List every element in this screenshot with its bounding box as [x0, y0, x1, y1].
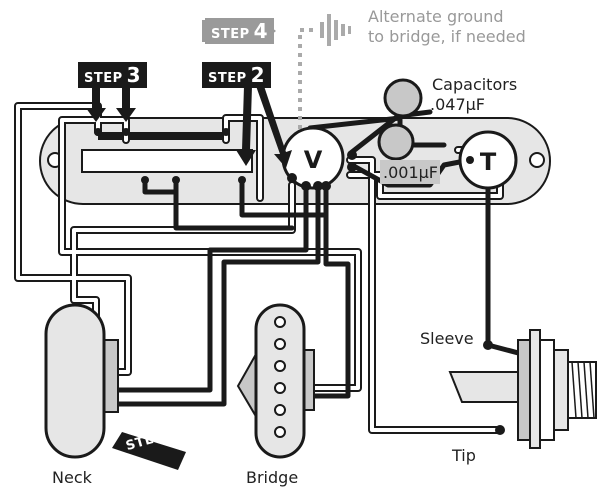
neck-label: Neck [52, 468, 92, 487]
step2-arrows [236, 86, 292, 168]
black-wires [83, 109, 548, 435]
capacitor-001 [377, 123, 415, 161]
capacitor-047 [383, 78, 423, 118]
capacitor-047-value: .047µF [430, 95, 486, 114]
bridge-pickup [236, 303, 315, 459]
step3-arrows [86, 86, 136, 122]
tip-label: Tip [452, 446, 476, 465]
step2-word: STEP [208, 71, 247, 86]
step3-number: 3 [126, 63, 141, 87]
alternate-ground-label-line2: to bridge, if needed [368, 27, 526, 46]
step4-number: 4 [253, 19, 268, 43]
neck-pickup [44, 303, 119, 459]
capacitor-001-value: .001µF [383, 163, 439, 182]
volume-pot-label: V [304, 146, 323, 174]
capacitor-001-label-box [380, 160, 440, 184]
alternate-ground-label-line1: Alternate ground [368, 7, 504, 26]
capacitors-label: Capacitors [432, 75, 518, 94]
bridge-label: Bridge [246, 468, 299, 487]
step2-number: 2 [250, 63, 265, 87]
plate-screw-right [529, 152, 545, 168]
output-jack [448, 329, 597, 449]
step3-word: STEP [84, 71, 123, 86]
step4-word: STEP [211, 27, 250, 42]
tone-pot-label: T [480, 148, 497, 176]
switch-lug-row [98, 132, 226, 140]
three-way-switch [81, 149, 253, 173]
tone-pot [458, 130, 518, 190]
step1-arrow-shape [112, 432, 186, 470]
sleeve-label: Sleeve [420, 329, 474, 348]
